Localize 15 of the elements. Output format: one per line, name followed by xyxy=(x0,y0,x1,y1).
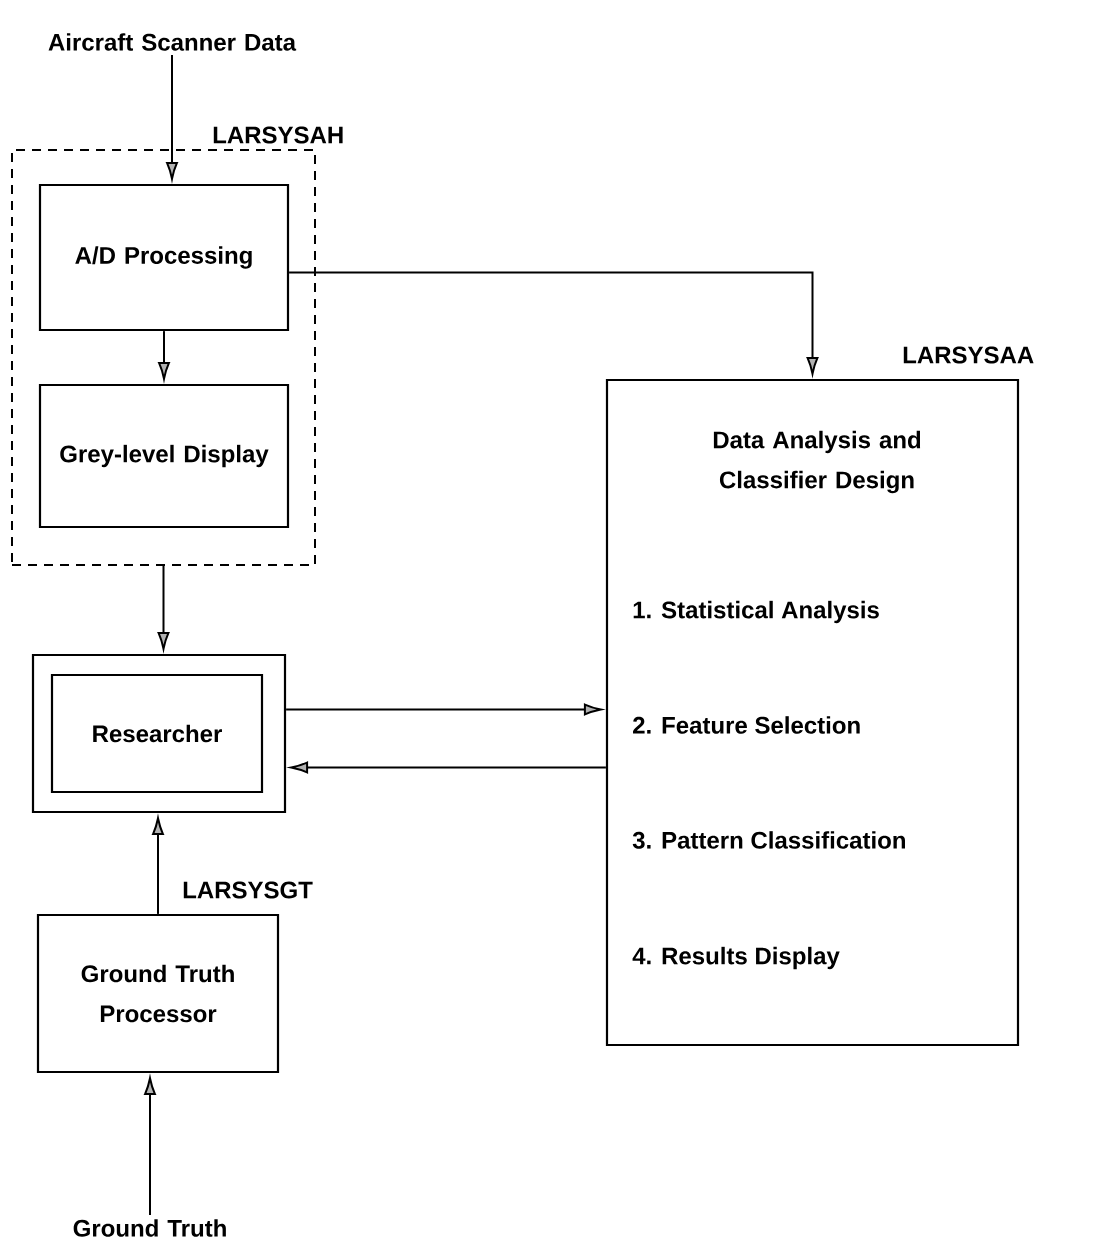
process-box: Researcher xyxy=(50,673,264,794)
process-box: Ground Truth Processor xyxy=(36,913,280,1074)
group-heading: LARSYSAA xyxy=(903,346,1034,364)
box-heading: Data Analysis and Classifier Design xyxy=(713,430,921,494)
group-heading: LARSYSGT xyxy=(183,881,313,899)
list-item: 3. Pattern Classification xyxy=(632,831,905,849)
group-heading: LARSYSAH xyxy=(213,126,343,144)
process-box: Grey-level Display xyxy=(38,383,290,529)
process-box xyxy=(31,653,287,814)
list-item: 1. Statistical Analysis xyxy=(633,600,879,624)
input-label: Aircraft Scanner Data xyxy=(48,33,297,51)
output-label: Ground Truth xyxy=(73,1219,226,1237)
process-box: A/D Processing xyxy=(38,183,290,332)
list-item: 2. Feature Selection xyxy=(633,716,860,734)
list-item: 4. Results Display xyxy=(632,946,840,970)
